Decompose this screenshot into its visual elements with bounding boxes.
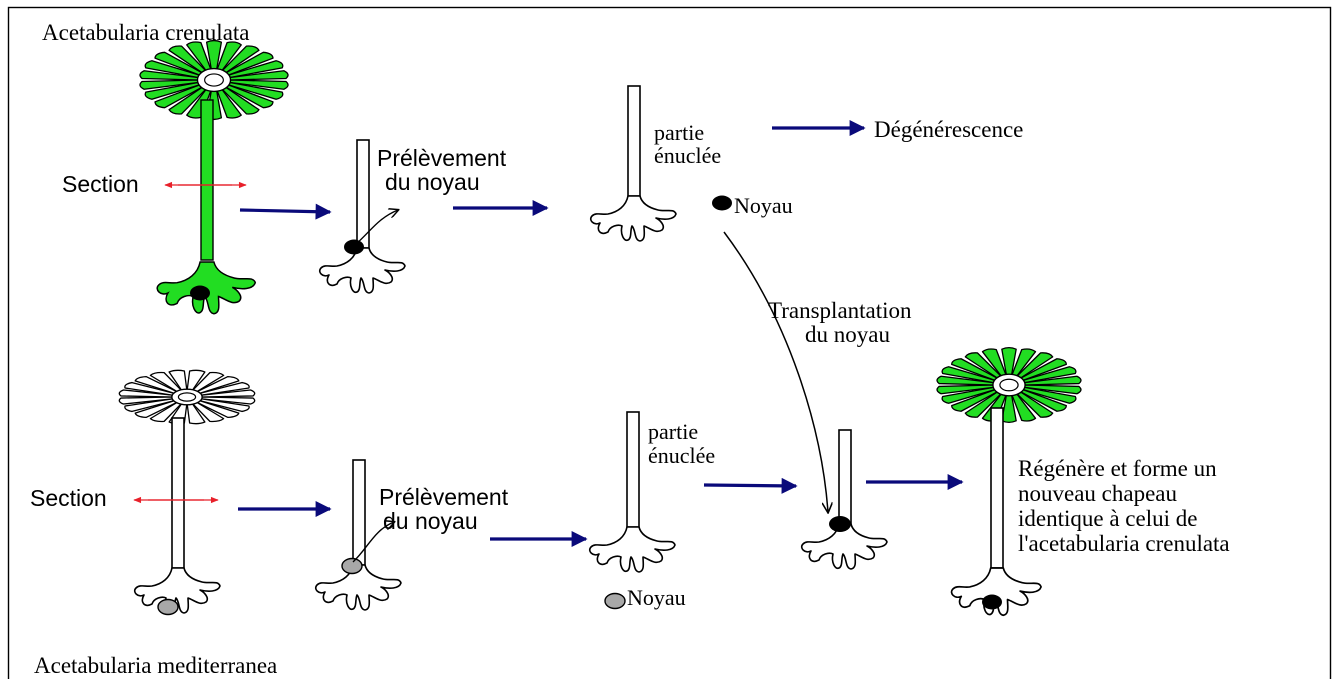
white-cap: [119, 370, 254, 423]
cap-center-inner: [1000, 379, 1018, 391]
noyau-bottom-label: Noyau: [627, 585, 686, 610]
partie-bottom-line1: partie: [648, 419, 698, 444]
nucleus-black: [829, 516, 851, 532]
section-label-top: Section: [62, 171, 139, 197]
transplantation-line1: Transplantation: [768, 298, 912, 323]
isolated-nucleus-bottom: [605, 594, 625, 609]
species-mediterranea-label: Acetabularia mediterranea: [34, 653, 277, 678]
partie-top-line2: énuclée: [654, 143, 721, 168]
section-label-bottom: Section: [30, 485, 107, 511]
result-line3: identique à celui de: [1018, 506, 1197, 531]
green-cap: [140, 41, 288, 120]
acetabularia-crenulata-cell: [140, 41, 288, 314]
result-line1: Régénère et forme un: [1018, 456, 1217, 481]
cap-center-inner: [205, 74, 224, 86]
species-crenulata-label: Acetabularia crenulata: [42, 20, 250, 45]
partie-top-line1: partie: [654, 120, 704, 145]
green-cap: [937, 348, 1081, 423]
cap-center-inner: [178, 393, 195, 401]
prelevement-top-line2: du noyau: [385, 169, 480, 195]
result-line4: l'acetabularia crenulata: [1018, 531, 1230, 556]
result-line2: nouveau chapeau: [1018, 481, 1178, 506]
prelevement-bottom-line2: du noyau: [383, 508, 478, 534]
transplantation-arrow: [724, 232, 828, 512]
isolated-nucleus-top: [712, 196, 732, 211]
nucleus-black: [344, 240, 364, 255]
noyau-top-label: Noyau: [734, 193, 793, 218]
rhizoid-fragment-bottom: [316, 460, 401, 610]
partie-bottom-line2: énuclée: [648, 443, 715, 468]
process-arrow-6: [704, 485, 796, 486]
process-arrow-1: [240, 210, 330, 212]
transplantation-line2: du noyau: [805, 322, 890, 347]
nucleus-gray: [158, 600, 178, 615]
nucleus-gray: [342, 559, 362, 574]
nucleus-black: [190, 286, 210, 301]
acetabularia-mediterranea-cell: [119, 370, 254, 614]
nucleus-black: [982, 595, 1002, 610]
prelevement-bottom-line1: Prélèvement: [379, 484, 509, 510]
degenerescence-label: Dégénérescence: [874, 117, 1023, 142]
prelevement-top-line1: Prélèvement: [377, 145, 507, 171]
grafted-enucleated-part: [802, 430, 887, 569]
